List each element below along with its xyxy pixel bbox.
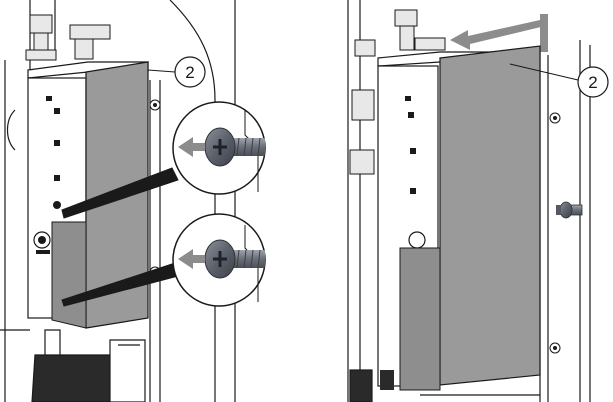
arrow-left-icon — [450, 14, 548, 52]
right-top-valves — [349, 9, 446, 175]
zoom-circle-top — [172, 101, 266, 195]
left-top-valves — [25, 14, 111, 61]
left-frame-lines — [0, 0, 236, 402]
arrow-left-icon — [178, 137, 205, 157]
left-bottom-unit — [31, 329, 146, 402]
left-item-callout: 2 — [147, 56, 206, 88]
right-callout-label: 2 — [588, 73, 597, 92]
left-zoom-leaders — [61, 167, 179, 307]
left-callout-label: 2 — [185, 63, 194, 82]
right-illustration: 2 — [347, 0, 609, 402]
left-illustration: 2 — [0, 0, 266, 402]
phillips-screw-icon — [204, 127, 265, 167]
right-bottom-unit — [349, 369, 540, 402]
right-frame-screws — [549, 112, 561, 354]
zoom-circle-bottom — [172, 213, 266, 307]
arrow-left-icon — [178, 249, 205, 269]
phillips-screw-icon — [556, 201, 583, 219]
right-item-callout: 2 — [509, 63, 609, 98]
right-cover-panel — [399, 45, 541, 391]
